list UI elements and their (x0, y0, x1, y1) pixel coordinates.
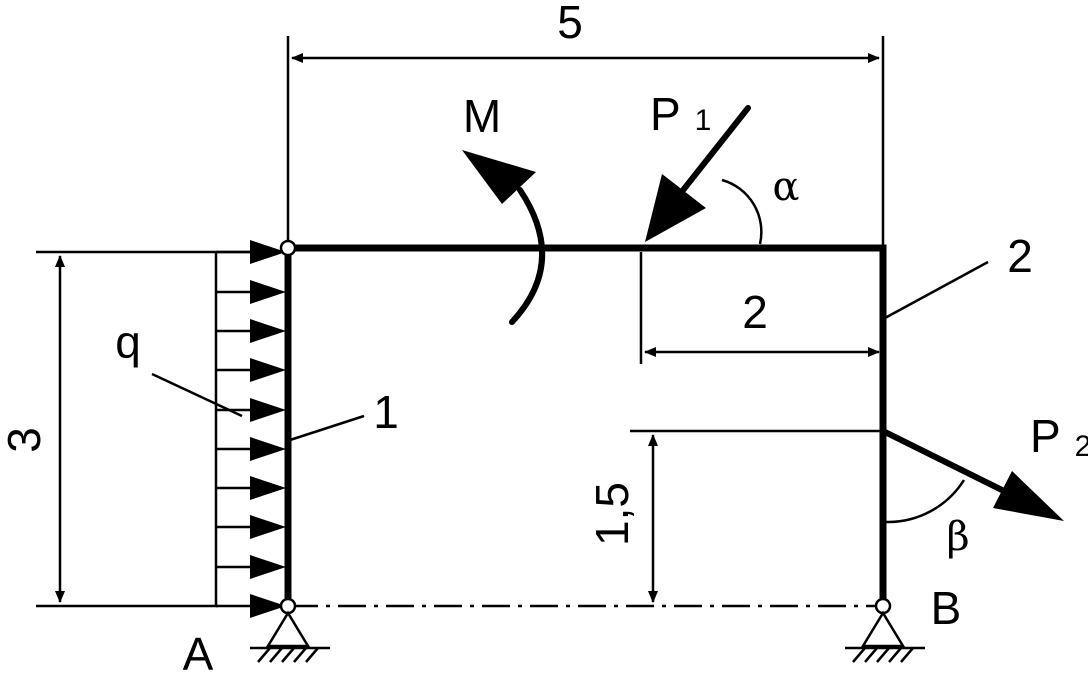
leader-q (151, 372, 243, 418)
force-p2-arrow (880, 428, 1064, 521)
dimension-p1-offset-label: 2 (742, 286, 768, 338)
angle-beta-arc (884, 479, 966, 524)
force-p2-label-main: P (1030, 410, 1060, 462)
leader-lines (151, 260, 989, 442)
hinge-top-left (279, 239, 297, 257)
load-q-label: q (115, 316, 141, 368)
member-1-label: 1 (373, 386, 399, 438)
leader-member-2 (884, 260, 989, 320)
frame-structure (284, 244, 887, 609)
support-a-pin (250, 610, 330, 663)
force-p2-label-sub: 2 (1075, 430, 1088, 463)
dimension-width-label: 5 (557, 0, 583, 48)
leader-member-1 (289, 414, 365, 442)
angle-alpha-label: α (772, 164, 799, 210)
force-p1-arrow (645, 105, 751, 242)
member-2-label: 2 (1007, 230, 1033, 282)
extension-lines (36, 36, 885, 608)
support-b-pin (845, 610, 925, 663)
force-p1-label-sub: 1 (695, 104, 712, 137)
support-a-label: A (183, 628, 214, 676)
distributed-load-q (214, 240, 286, 618)
moment-label: M (463, 90, 501, 142)
hinges (279, 239, 892, 615)
force-p2-label: P 2 (1030, 410, 1088, 463)
support-b-label: B (931, 582, 962, 634)
force-p1-label: P 1 (650, 88, 711, 140)
angle-alpha-arc (721, 178, 763, 245)
force-p1-label-main: P (650, 88, 680, 140)
dimension-lines (55, 53, 880, 603)
dimension-p2-height-label: 1,5 (586, 482, 638, 546)
moment-m-arrow (462, 150, 546, 325)
dimension-height-label: 3 (0, 427, 50, 453)
angle-beta-label: β (946, 514, 969, 560)
